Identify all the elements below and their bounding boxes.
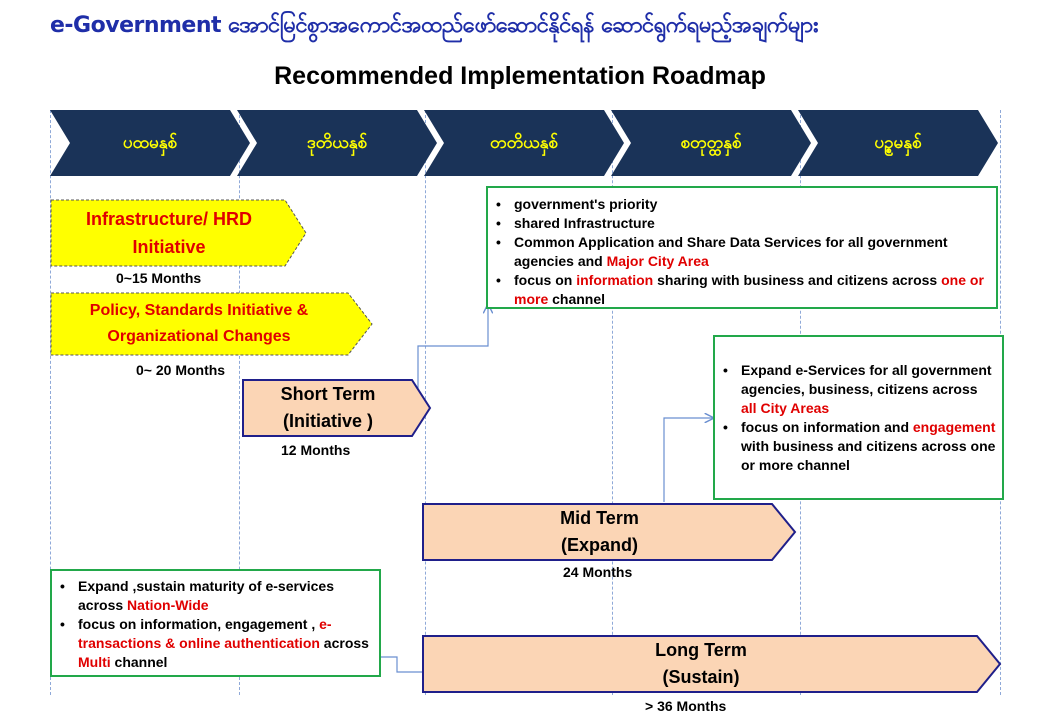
highlight-text: one or more bbox=[514, 272, 984, 307]
term-name: Mid Term bbox=[560, 508, 639, 528]
phase-label: တတိယနှစ် bbox=[490, 133, 558, 153]
phase-year-4: စတုတ္ထနှစ် bbox=[611, 110, 811, 176]
phase-year-2: ဒုတိယနှစ် bbox=[237, 110, 437, 176]
mid-term-details-box: Expand e-Services for all government age… bbox=[713, 335, 1004, 500]
short-term-arrow: Short Term (Initiative ) bbox=[242, 379, 432, 437]
highlight-text: Nation-Wide bbox=[127, 597, 209, 613]
phase-label: ဒုတိယနှစ် bbox=[306, 133, 368, 153]
bullet-item: focus on information, engagement , e-tra… bbox=[52, 615, 373, 672]
phase-label: စတုတ္ထနှစ် bbox=[680, 133, 742, 153]
phase-label: ပဉ္စမနှစ် bbox=[874, 133, 922, 153]
highlight-text: e-transactions & online authentication bbox=[78, 616, 332, 651]
term-duration: 12 Months bbox=[281, 442, 351, 458]
initiative-label: Infrastructure/ HRD bbox=[85, 209, 253, 229]
highlight-text: Major City Area bbox=[606, 253, 709, 269]
term-name: Short Term bbox=[280, 384, 376, 404]
term-subtitle: (Expand) bbox=[560, 535, 638, 555]
infrastructure-hrd-initiative: Infrastructure/ HRD Initiative bbox=[50, 199, 308, 267]
long-term-details-box: Expand ,sustain maturity of e-services a… bbox=[50, 569, 381, 677]
bullet-item: Expand e-Services for all government age… bbox=[715, 361, 996, 418]
initiative-duration: 0~ 20 Months bbox=[136, 362, 226, 378]
term-name: Long Term bbox=[655, 640, 747, 660]
term-subtitle: (Initiative ) bbox=[282, 411, 373, 431]
long-term-arrow: Long Term (Sustain) bbox=[422, 635, 1002, 693]
phase-year-3: တတိယနှစ် bbox=[424, 110, 624, 176]
year-divider bbox=[239, 110, 240, 695]
phase-year-1: ပထမနှစ် bbox=[50, 110, 250, 176]
term-duration: > 36 Months bbox=[645, 698, 727, 714]
initiative-label: Organizational Changes bbox=[107, 328, 291, 345]
roadmap-subtitle: Recommended Implementation Roadmap bbox=[274, 62, 766, 90]
highlight-text: information bbox=[576, 272, 658, 288]
short-term-details-box: government's priority shared Infrastruct… bbox=[486, 186, 998, 309]
mid-term-arrow: Mid Term (Expand) bbox=[422, 503, 797, 561]
year-divider bbox=[50, 110, 51, 695]
bullet-item: government's priority bbox=[488, 195, 990, 214]
bullet-item: focus on information and engagement with… bbox=[715, 418, 996, 475]
bullet-item: Expand ,sustain maturity of e-services a… bbox=[52, 577, 373, 615]
highlight-text: all City Areas bbox=[741, 400, 830, 416]
page-title: e-Government အောင်မြင်စွာအကောင်အထည်ဖော်ဆ… bbox=[50, 13, 819, 38]
term-duration: 24 Months bbox=[563, 564, 633, 580]
bullet-item: shared Infrastructure bbox=[488, 214, 990, 233]
phase-year-5: ပဉ္စမနှစ် bbox=[798, 110, 998, 176]
initiative-duration: 0~15 Months bbox=[116, 270, 202, 286]
highlight-text: engagement bbox=[912, 419, 996, 435]
bullet-item: Common Application and Share Data Servic… bbox=[488, 233, 990, 271]
highlight-text: Multi bbox=[78, 654, 111, 670]
bullet-item: focus on information sharing with busine… bbox=[488, 271, 990, 309]
initiative-label: Initiative bbox=[132, 237, 206, 257]
year-divider bbox=[612, 110, 613, 695]
policy-standards-initiative: Policy, Standards Initiative & Organizat… bbox=[50, 292, 374, 356]
term-subtitle: (Sustain) bbox=[662, 667, 740, 687]
initiative-label: Policy, Standards Initiative & bbox=[89, 302, 309, 319]
phase-label: ပထမနှစ် bbox=[122, 133, 178, 153]
